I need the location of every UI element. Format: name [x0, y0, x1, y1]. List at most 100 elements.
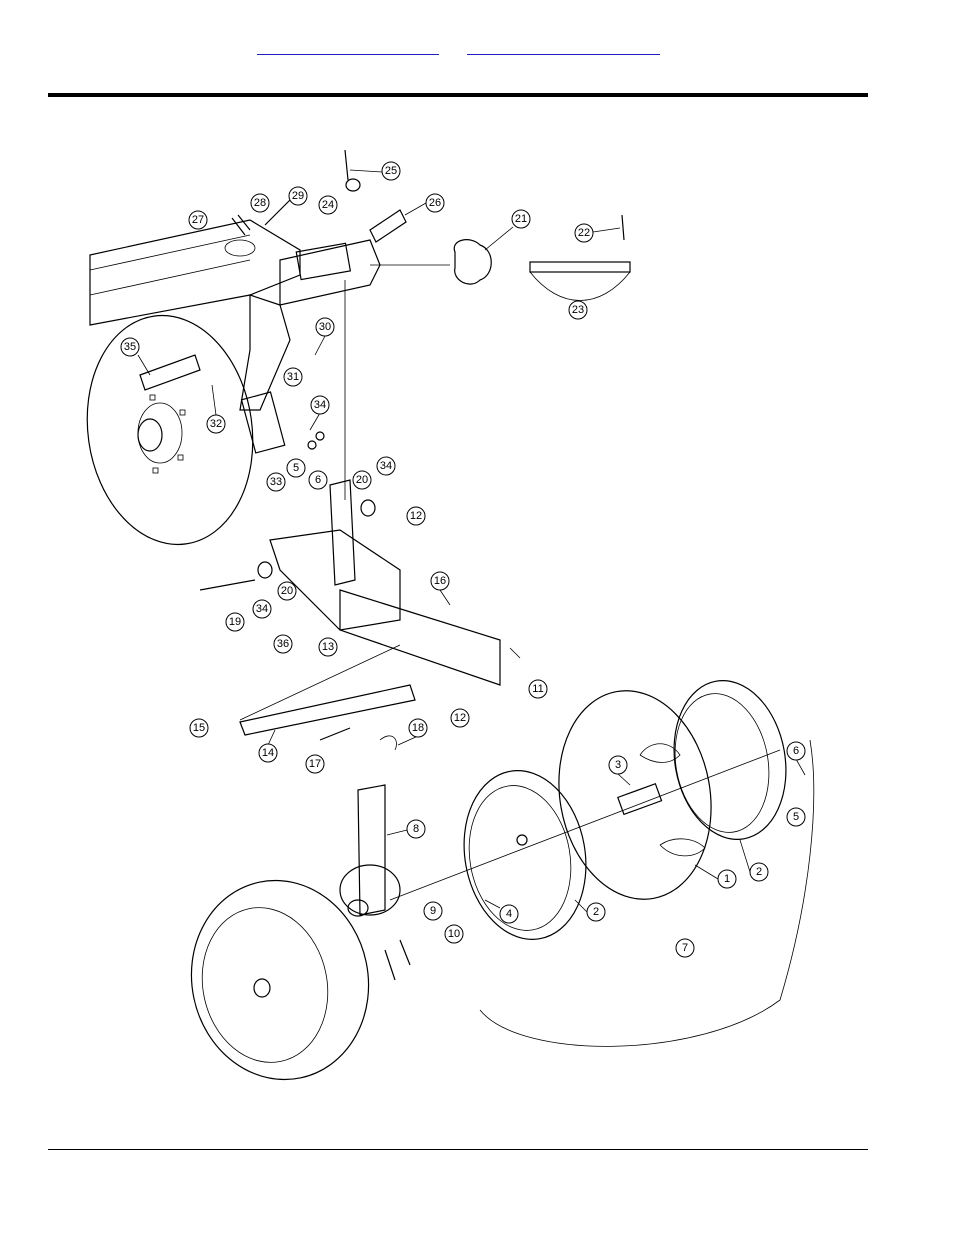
callout-text: 34 — [256, 603, 268, 615]
callout-14 — [258, 743, 278, 763]
callout-text: 23 — [572, 304, 584, 316]
callout-text: 21 — [515, 213, 527, 225]
callout-text: 34 — [380, 460, 392, 472]
callout-1 — [717, 869, 737, 889]
coulter-disc — [86, 314, 254, 546]
callout-text: 24 — [322, 199, 334, 211]
callout-text: 20 — [356, 474, 368, 486]
callout-15 — [189, 718, 209, 738]
callout-text: 7 — [682, 942, 688, 954]
callout-text: 33 — [270, 476, 282, 488]
callout-25 — [381, 161, 401, 181]
callout-5 — [286, 458, 306, 478]
callout-30 — [315, 317, 335, 337]
link-arm — [239, 644, 416, 751]
callout-text: 15 — [193, 722, 205, 734]
callout-9 — [423, 901, 443, 921]
callout-19 — [225, 612, 245, 632]
gauge-wheel-left — [190, 784, 411, 1081]
callout-2 — [586, 902, 606, 922]
callout-text: 13 — [322, 641, 334, 653]
callout-text: 16 — [434, 575, 446, 587]
callout-labels: 25 24 26 29 28 27 21 22 23 30 35 31 32 3… — [120, 161, 806, 958]
callout-text: 8 — [413, 823, 419, 835]
frame-assembly — [89, 219, 381, 411]
small-hardware — [224, 149, 631, 301]
callout-text: 5 — [293, 462, 299, 474]
callout-text: 29 — [292, 190, 304, 202]
callout-20 — [352, 470, 372, 490]
callout-text: 12 — [454, 712, 466, 724]
callout-24 — [318, 195, 338, 215]
callout-text: 34 — [314, 399, 326, 411]
callout-text: 31 — [287, 371, 299, 383]
callout-5 — [786, 807, 806, 827]
callout-6 — [308, 470, 328, 490]
callout-13 — [318, 637, 338, 657]
callout-text: 35 — [124, 341, 136, 353]
callout-text: 9 — [430, 905, 436, 917]
callout-33 — [266, 472, 286, 492]
callout-10 — [444, 924, 464, 944]
callout-7 — [675, 938, 695, 958]
callout-28 — [250, 193, 270, 213]
callout-text: 12 — [410, 510, 422, 522]
callout-text: 11 — [532, 683, 543, 695]
callout-text: 3 — [615, 759, 621, 771]
header-links — [0, 40, 954, 60]
callout-12 — [450, 708, 470, 728]
callout-text: 17 — [309, 758, 321, 770]
parts-diagram: 25 24 26 29 28 27 21 22 23 30 35 31 32 3… — [0, 100, 954, 1100]
callout-text: 2 — [756, 866, 762, 878]
callout-text: 6 — [315, 474, 321, 486]
callout-text: 6 — [793, 745, 799, 757]
callout-text: 30 — [319, 321, 331, 333]
shank-and-bracket — [199, 280, 501, 686]
callout-text: 14 — [262, 747, 274, 759]
callout-2 — [749, 862, 769, 882]
callout-text: 4 — [506, 908, 512, 920]
callout-20 — [277, 581, 297, 601]
callout-16 — [430, 571, 450, 591]
header-link-1[interactable] — [257, 40, 439, 55]
callout-text: 1 — [724, 873, 730, 885]
callout-text: 20 — [281, 585, 293, 597]
callout-4 — [499, 904, 519, 924]
top-divider — [48, 93, 868, 97]
callout-35 — [120, 337, 140, 357]
callout-text: 22 — [578, 227, 590, 239]
callout-12 — [406, 506, 426, 526]
callout-text: 25 — [385, 165, 397, 177]
callout-27 — [188, 210, 208, 230]
callout-21 — [511, 209, 531, 229]
bottom-divider — [48, 1149, 868, 1150]
gauge-wheel-assembly — [389, 680, 815, 1047]
callout-text: 27 — [192, 214, 204, 226]
callout-text: 10 — [448, 928, 460, 940]
callout-18 — [408, 718, 428, 738]
callout-36 — [273, 634, 293, 654]
callout-3 — [608, 755, 628, 775]
callout-31 — [283, 367, 303, 387]
callout-8 — [406, 819, 426, 839]
callout-text: 2 — [593, 906, 599, 918]
callout-text: 18 — [412, 722, 424, 734]
callout-text: 36 — [277, 638, 289, 650]
callout-23 — [568, 300, 588, 320]
callout-17 — [305, 754, 325, 774]
callout-11 — [528, 679, 548, 699]
callout-22 — [574, 223, 594, 243]
callout-text: 5 — [793, 811, 799, 823]
header-link-2[interactable] — [467, 40, 660, 55]
callout-34 — [376, 456, 396, 476]
callout-text: 32 — [210, 418, 222, 430]
callout-34 — [252, 599, 272, 619]
callout-6 — [786, 741, 806, 761]
callout-text: 26 — [429, 197, 441, 209]
callout-34 — [310, 395, 330, 415]
callout-text: 19 — [229, 616, 241, 628]
callout-text: 28 — [254, 197, 266, 209]
callout-29 — [288, 186, 308, 206]
callout-26 — [425, 193, 445, 213]
callout-32 — [206, 414, 226, 434]
